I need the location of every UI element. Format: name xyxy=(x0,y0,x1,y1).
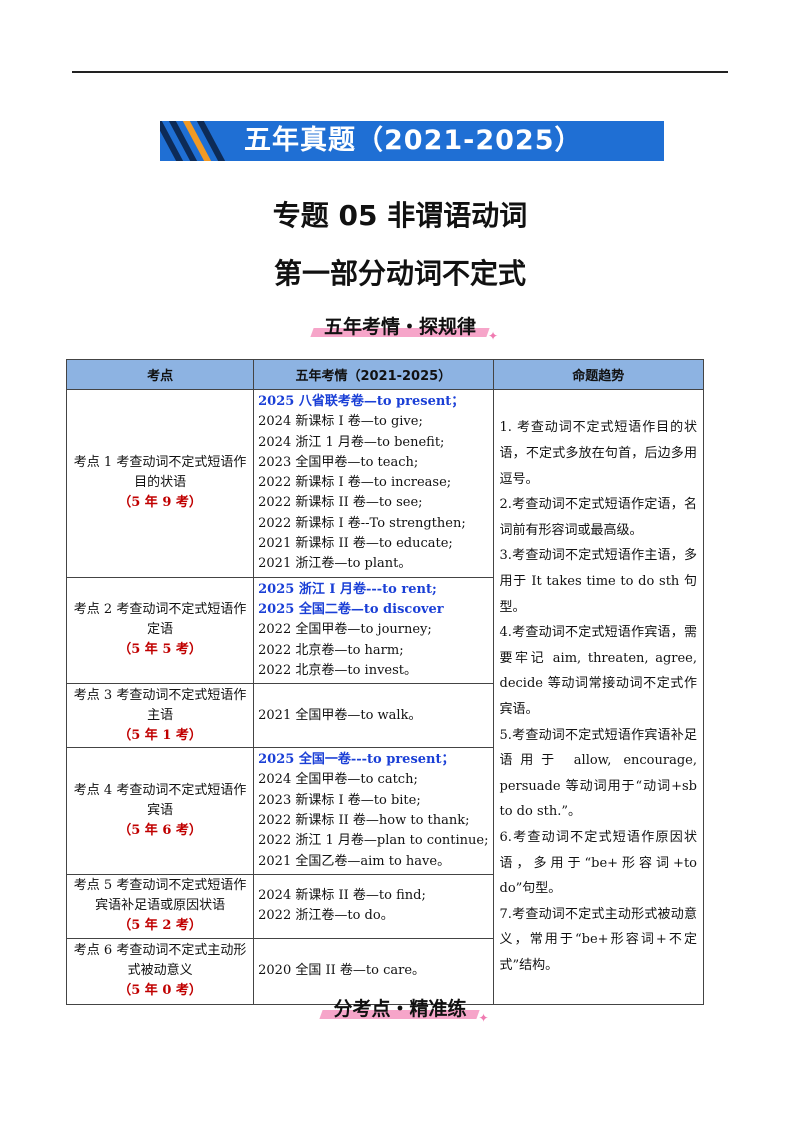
exam-item: 2022 浙江 1 月卷—plan to continue; xyxy=(258,833,489,849)
exams-cell: 2020 全国 II 卷—to care。 xyxy=(253,937,494,1005)
table-row: 考点 2 考查动词不定式短语作定语 （5 年 5 考） 2025 浙江 I 月卷… xyxy=(65,576,704,685)
top-rule xyxy=(72,71,728,73)
trend-item: 6.考查动词不定式短语作原因状语，多用于“be+形容词+to do”句型。 xyxy=(499,829,698,897)
page-subtitle: 第一部分动词不定式 xyxy=(273,257,526,290)
exam-item: 2022 全国甲卷—to journey; xyxy=(258,622,432,638)
point-count: （5 年 0 考） xyxy=(118,983,202,999)
point-text: 考点 2 考查动词不定式短语作定语 xyxy=(73,602,247,638)
header-banner: 五年真题（2021-2025） xyxy=(160,121,664,161)
exam-item: 2025 全国二卷—to discover xyxy=(258,601,444,617)
sparkle-icon: ✦ xyxy=(487,329,498,343)
point-text: 考点 6 考查动词不定式主动形式被动意义 xyxy=(73,943,247,979)
exam-item: 2024 新课标 I 卷—to give; xyxy=(258,414,423,430)
point-text: 考点 3 考查动词不定式短语作主语 xyxy=(73,687,247,723)
sparkle-icon: ✦ xyxy=(478,1011,489,1025)
exam-item: 2022 浙江卷—to do。 xyxy=(258,908,394,924)
exam-item: 2021 全国乙卷—aim to have。 xyxy=(258,853,451,869)
point-cell: 考点 5 考查动词不定式短语作宾语补足语或原因状语 （5 年 2 考） xyxy=(65,873,255,939)
exam-analysis-table: 考点 五年考情（2021-2025） 命题趋势 考点 1 考查动词不定式短语作目… xyxy=(65,359,704,1005)
exam-item: 2023 新课标 I 卷—to bite; xyxy=(258,792,421,808)
trend-item: 2.考查动词不定式短语作定语，名词前有形容词或最高级。 xyxy=(499,497,698,538)
point-count: （5 年 2 考） xyxy=(118,918,202,934)
exam-item: 2024 浙江 1 月卷—to benefit; xyxy=(258,434,445,450)
banner-text: 五年真题（2021-2025） xyxy=(244,125,583,156)
exam-item: 2025 全国一卷---to present； xyxy=(258,752,455,768)
header-trend: 命题趋势 xyxy=(492,359,704,390)
point-count: （5 年 9 考） xyxy=(118,495,202,511)
trend-item: 4.考查动词不定式短语作宾语，需要牢记 aim, threaten, agree… xyxy=(499,625,698,717)
trend-item: 5.考查动词不定式短语作宾语补足语用于 allow, encourage, pe… xyxy=(499,727,698,820)
exam-item: 2022 新课标 II 卷—to see; xyxy=(258,495,423,511)
table-row: 考点 3 考查动词不定式短语作主语 （5 年 1 考） 2021 全国甲卷—to… xyxy=(65,683,704,749)
point-cell: 考点 1 考查动词不定式短语作目的状语 （5 年 9 考） xyxy=(65,389,255,578)
exam-item: 2024 新课标 II 卷—to find; xyxy=(258,888,426,904)
exam-item: 2025 浙江 I 月卷---to rent; xyxy=(258,581,437,597)
exams-cell: 2025 全国一卷---to present； 2024 全国甲卷—to cat… xyxy=(253,747,494,875)
exams-cell: 2025 八省联考卷—to present； 2024 新课标 I 卷—to g… xyxy=(253,389,494,578)
exam-item: 2025 八省联考卷—to present； xyxy=(258,394,465,409)
exam-item: 2021 全国甲卷—to walk。 xyxy=(258,707,422,723)
exam-item: 2022 新课标 II 卷—how to thank; xyxy=(258,813,470,829)
point-text: 考点 4 考查动词不定式短语作宾语 xyxy=(73,783,247,819)
exam-item: 2022 北京卷—to invest。 xyxy=(258,662,418,678)
point-cell: 考点 4 考查动词不定式短语作宾语 （5 年 6 考） xyxy=(65,747,255,875)
point-cell: 考点 2 考查动词不定式短语作定语 （5 年 5 考） xyxy=(65,576,255,685)
exam-item: 2022 北京卷—to harm; xyxy=(258,642,404,658)
trend-cell: 1. 考查动词不定式短语作目的状语，不定式多放在句首，后边多用逗号。 2.考查动… xyxy=(492,389,704,1005)
point-text: 考点 5 考查动词不定式短语作宾语补足语或原因状语 xyxy=(73,878,247,914)
table-row: 考点 5 考查动词不定式短语作宾语补足语或原因状语 （5 年 2 考） 2024… xyxy=(65,873,704,939)
exam-item: 2022 新课标 I 卷—to increase; xyxy=(258,475,452,491)
point-count: （5 年 6 考） xyxy=(118,823,202,839)
table-row: 考点 1 考查动词不定式短语作目的状语 （5 年 9 考） 2025 八省联考卷… xyxy=(65,389,704,1005)
point-count: （5 年 1 考） xyxy=(118,727,202,743)
section-label-text: 五年考情・探规律 xyxy=(323,316,476,338)
header-point: 考点 xyxy=(65,359,255,390)
page-title: 专题 05 非谓语动词 xyxy=(272,199,528,232)
trend-item: 1. 考查动词不定式短语作目的状语，不定式多放在句首，后边多用逗号。 xyxy=(499,420,698,487)
point-cell: 考点 6 考查动词不定式主动形式被动意义 （5 年 0 考） xyxy=(65,937,255,1005)
trend-item: 3.考查动词不定式短语作主语，多用于 It takes time to do s… xyxy=(499,548,698,615)
exam-item: 2023 全国甲卷—to teach; xyxy=(258,454,419,470)
section-label-text: 分考点・精准练 xyxy=(333,998,467,1020)
section-label-practice: 分考点・精准练 ✦ xyxy=(0,994,800,1025)
exam-item: 2021 新课标 II 卷—to educate; xyxy=(258,536,453,552)
point-cell: 考点 3 考查动词不定式短语作主语 （5 年 1 考） xyxy=(65,683,255,749)
exam-item: 2020 全国 II 卷—to care。 xyxy=(258,963,426,979)
exam-item: 2024 全国甲卷—to catch; xyxy=(258,772,418,788)
point-text: 考点 1 考查动词不定式短语作目的状语 xyxy=(73,455,247,491)
exams-cell: 2024 新课标 II 卷—to find; 2022 浙江卷—to do。 xyxy=(253,873,494,939)
exams-cell: 2021 全国甲卷—to walk。 xyxy=(253,683,494,749)
section-label-analysis: 五年考情・探规律 ✦ xyxy=(0,312,800,343)
exam-item: 2021 浙江卷—to plant。 xyxy=(258,556,412,572)
exams-cell: 2025 浙江 I 月卷---to rent; 2025 全国二卷—to dis… xyxy=(253,576,494,685)
exam-item: 2022 新课标 I 卷--To strengthen; xyxy=(258,515,466,531)
table-row: 考点 4 考查动词不定式短语作宾语 （5 年 6 考） 2025 全国一卷---… xyxy=(65,747,704,875)
point-count: （5 年 5 考） xyxy=(118,642,202,658)
table-header-row: 考点 五年考情（2021-2025） 命题趋势 xyxy=(65,359,704,390)
trend-item: 7.考查动词不定式主动形式被动意义，常用于“be+形容词+不定式”结构。 xyxy=(499,906,698,973)
header-exams: 五年考情（2021-2025） xyxy=(253,359,494,390)
table-row: 考点 6 考查动词不定式主动形式被动意义 （5 年 0 考） 2020 全国 I… xyxy=(65,937,704,1005)
